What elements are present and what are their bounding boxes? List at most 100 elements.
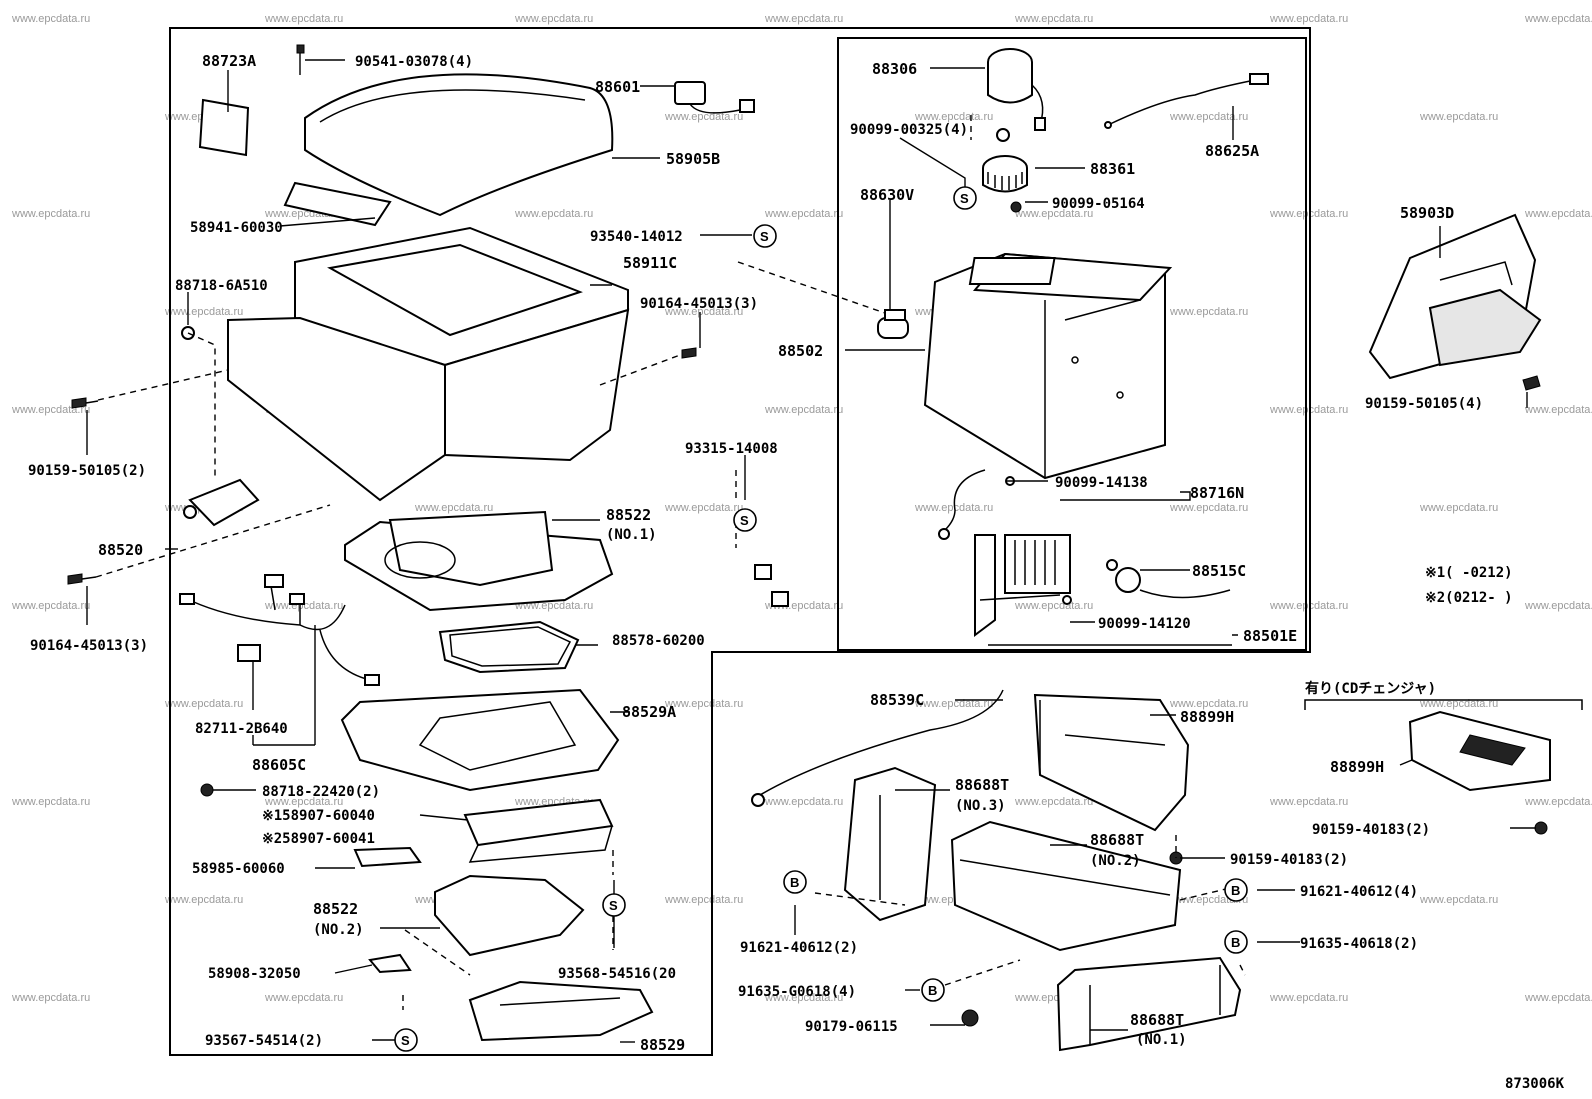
part-label: 58903D <box>1400 204 1454 222</box>
part-label: 90164-45013(3) <box>30 638 148 654</box>
watermark: www.epcdata.ru <box>11 992 90 1004</box>
watermark: www.epcdata.ru <box>264 796 343 808</box>
fastener-group <box>754 564 789 607</box>
part-label: 90159-40183(2) <box>1230 852 1348 868</box>
watermark: www.epcdata.ru <box>1014 796 1093 808</box>
main-frame <box>169 27 1311 1056</box>
watermark: www.epcdata.ru <box>1269 208 1348 220</box>
part-label: 90164-45013(3) <box>640 296 758 312</box>
part-label: 88688T <box>1090 831 1144 849</box>
watermark: www.epcdata.ru <box>1524 13 1592 25</box>
bracket <box>463 798 614 847</box>
part-label: 58905B <box>666 150 720 168</box>
clip-icon <box>771 591 789 607</box>
screw-icon <box>1522 375 1541 391</box>
watermark: www.epcdata.ru <box>914 698 993 710</box>
evaporator <box>974 534 1071 637</box>
watermark: www.epcdata.ru <box>664 306 743 318</box>
tray-gasket <box>438 620 580 674</box>
nut-icon <box>961 1009 979 1027</box>
watermark: www.epcdata.ru <box>1524 796 1592 808</box>
svg-text:B: B <box>928 983 937 998</box>
part-label: 88716N <box>1190 484 1244 502</box>
part-label: 58911C <box>623 254 677 272</box>
blower-fan <box>982 155 1028 193</box>
note-label: ※1( -0212) <box>1425 565 1513 581</box>
console-parts-group <box>67 44 755 1042</box>
part-label: 88625A <box>1205 142 1259 160</box>
watermark: www.epcdata.ru <box>1524 404 1592 416</box>
watermark: www.epcdata.ru <box>164 698 243 710</box>
tray-no2 <box>434 874 585 957</box>
cooler-unit-group <box>877 48 1269 637</box>
watermark: www.epcdata.ru <box>11 404 90 416</box>
watermark: www.epcdata.ru <box>164 306 243 318</box>
watermark: www.epcdata.ru <box>914 502 993 514</box>
part-label: 88520 <box>98 541 143 559</box>
watermark: www.epcdata.ru <box>1419 502 1498 514</box>
watermark: www.epcdata.ru <box>264 992 343 1004</box>
part-label: 93568-54516(20 <box>558 966 676 982</box>
part-label: 88306 <box>872 60 917 78</box>
watermark: www.epcdata.ru <box>1014 13 1093 25</box>
part-label: (NO.3) <box>955 798 1006 814</box>
watermark: www.epcdata.ru <box>11 208 90 220</box>
s-symbol: S <box>953 186 977 210</box>
watermark: www.epcdata.ru <box>1014 600 1093 612</box>
svg-text:B: B <box>790 875 799 890</box>
clip-icon <box>183 505 197 519</box>
relay <box>877 309 909 339</box>
watermark: www.epcdata.ru <box>764 404 843 416</box>
watermark: www.epcdata.ru <box>664 111 743 123</box>
part-label: ※158907-60040 <box>262 808 375 824</box>
watermark: www.epcdata.ru <box>514 208 593 220</box>
svg-text:S: S <box>609 898 618 913</box>
lower-housing <box>340 688 620 792</box>
clip-icon <box>754 564 772 580</box>
expansion-valve <box>1106 559 1231 599</box>
part-label: 88539C <box>870 691 924 709</box>
svg-text:S: S <box>401 1033 410 1048</box>
screw-icon <box>1534 821 1548 835</box>
part-label: 93567-54514(2) <box>205 1033 323 1049</box>
watermark: www.epcdata.ru <box>1169 306 1248 318</box>
watermark: www.epcdata.ru <box>1419 894 1498 906</box>
watermark: www.epcdata.ru <box>1269 992 1348 1004</box>
watermark-layer: www.epcdata.ru www.epcdata.ru www.epcdat… <box>11 13 1592 1004</box>
watermark: www.epcdata.ru <box>914 111 993 123</box>
watermark: www.epcdata.ru <box>264 600 343 612</box>
part-label: 88723A <box>202 52 256 70</box>
part-labels: 88723A 90541-03078(4) 88601 58905B 58941… <box>28 52 1565 1092</box>
part-label: 58941-60030 <box>190 220 283 236</box>
part-label: (NO.2) <box>313 922 364 938</box>
clip-icon <box>200 783 214 797</box>
part-label: 88605C <box>252 756 306 774</box>
watermark: www.epcdata.ru <box>664 698 743 710</box>
part-label: 93315-14008 <box>685 441 778 457</box>
note-label: ※2(0212- ) <box>1425 590 1513 606</box>
part-label: 90159-50105(4) <box>1365 396 1483 412</box>
s-symbol: S <box>733 508 757 532</box>
bracket-no1 <box>1056 956 1242 1052</box>
part-label: 88718-22420(2) <box>262 784 380 800</box>
part-label: 88522 <box>313 900 358 918</box>
wire-harness <box>1104 73 1269 129</box>
b-symbol: B <box>921 978 945 1002</box>
lower-right-parts <box>751 689 1551 1052</box>
watermark: www.epcdata.ru <box>664 894 743 906</box>
diagram-code: 873006K <box>1505 1076 1565 1092</box>
part-label: 90099-00325(4) <box>850 122 968 138</box>
part-label: 90099-14138 <box>1055 475 1148 491</box>
part-label: 91635-40618(2) <box>1300 936 1418 952</box>
part-label: 91621-40612(2) <box>740 940 858 956</box>
svg-text:B: B <box>1231 883 1240 898</box>
s-symbol: S <box>602 893 626 917</box>
watermark: www.epcdata.ru <box>264 13 343 25</box>
part-label: 88522 <box>606 506 651 524</box>
part-label: 58908-32050 <box>208 966 301 982</box>
watermark: www.epcdata.ru <box>764 208 843 220</box>
part-label: 88601 <box>595 78 640 96</box>
part-label: 90099-05164 <box>1052 196 1145 212</box>
part-label: 88718-6A510 <box>175 278 268 294</box>
watermark: www.epcdata.ru <box>414 502 493 514</box>
